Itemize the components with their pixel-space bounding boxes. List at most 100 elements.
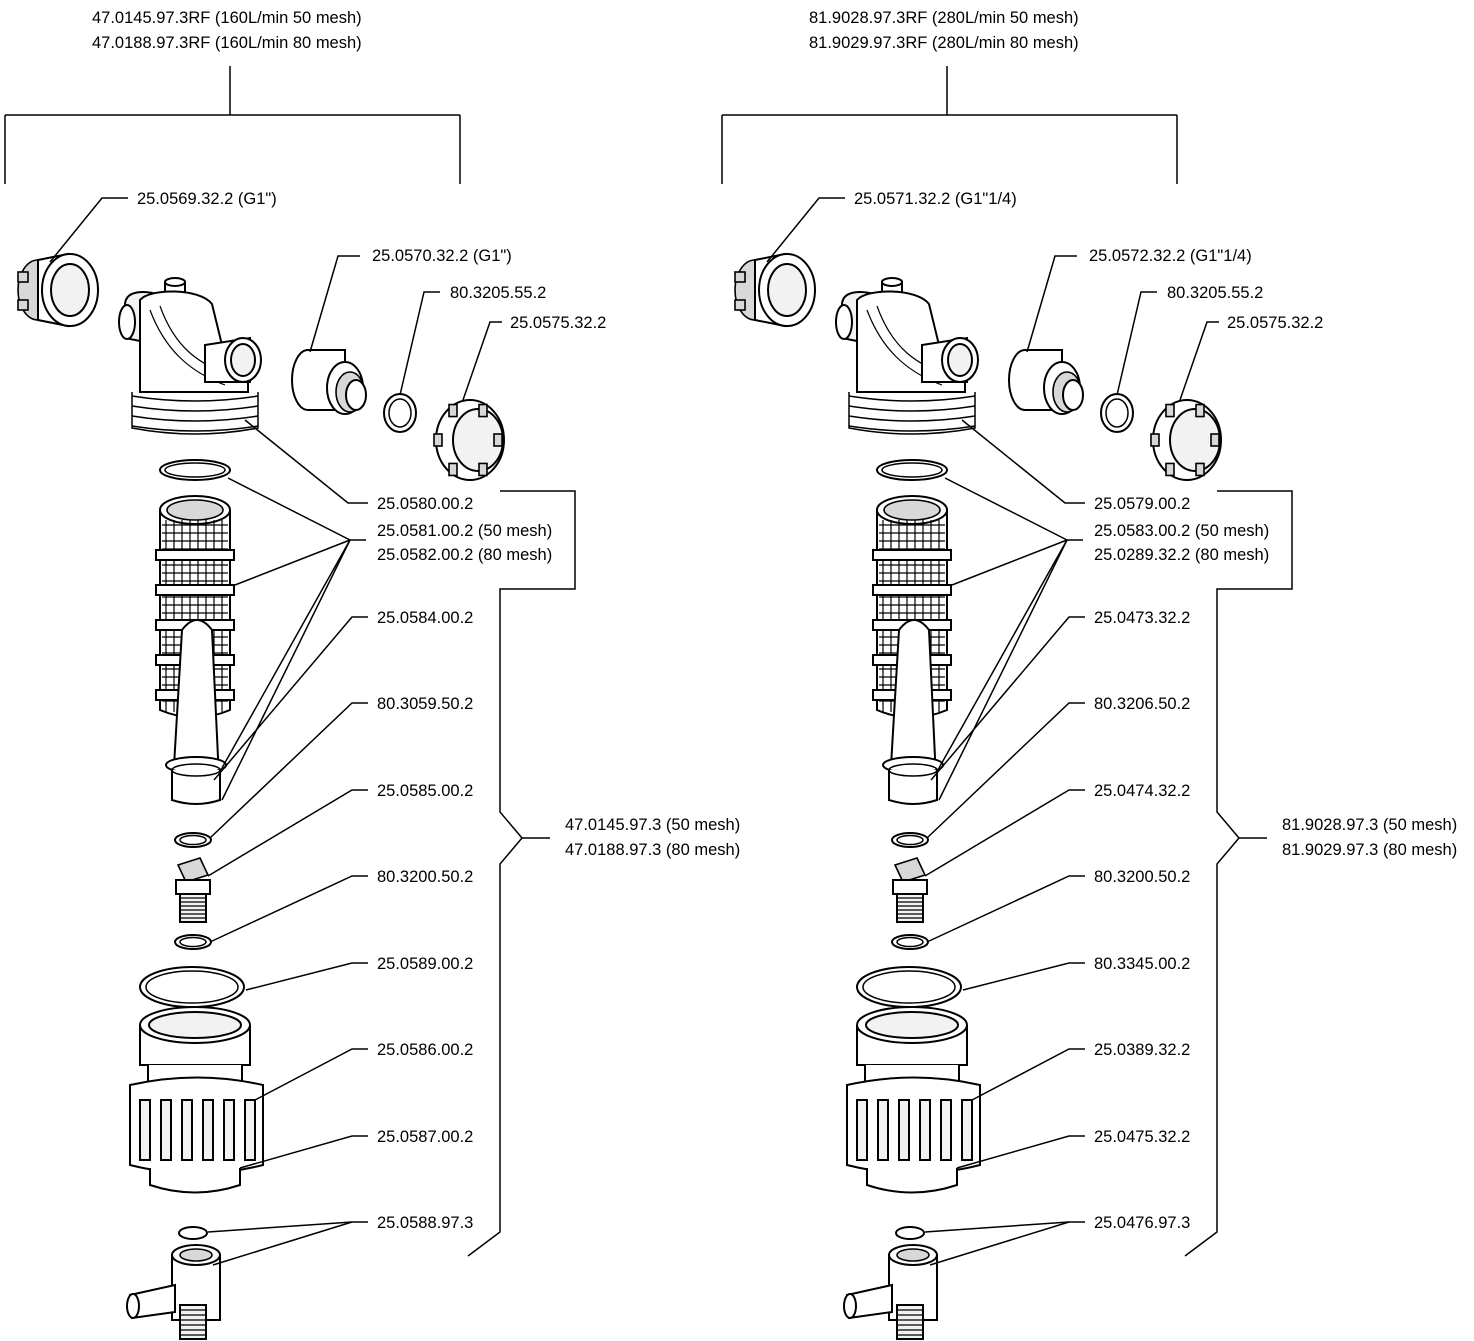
leader-line <box>213 616 368 781</box>
coupling-right-part <box>1008 349 1084 415</box>
leader-line <box>1026 255 1077 353</box>
leader-line <box>212 1221 353 1266</box>
coupling-left-part <box>734 252 816 328</box>
leader-line <box>254 1048 368 1101</box>
leader-line <box>951 539 1068 586</box>
callout-label: 80.3200.50.2 <box>1094 868 1190 886</box>
sub-assembly-label: 47.0188.97.3 (80 mesh) <box>565 841 740 859</box>
leader-line <box>209 702 368 839</box>
callout-label: 25.0586.00.2 <box>377 1041 473 1059</box>
callout-label: 25.0389.32.2 <box>1094 1041 1190 1059</box>
callout-label: 80.3205.55.2 <box>450 284 546 302</box>
callout-label: 25.0581.00.2 (50 mesh) <box>377 522 552 540</box>
assembly-label: 47.0145.97.3RF (160L/min 50 mesh) <box>92 9 362 27</box>
panel-2: 81.9028.97.3RF (280L/min 50 mesh) 81.9029… <box>721 9 1457 1340</box>
bowl-seal-part <box>856 966 962 1008</box>
sub-assembly-label: 47.0145.97.3 (50 mesh) <box>565 816 740 834</box>
leader-line <box>766 197 845 263</box>
leader-line <box>971 1048 1085 1101</box>
drain-valve-part <box>175 857 211 923</box>
callout-label: 80.3345.00.2 <box>1094 955 1190 973</box>
ring-nut-part <box>1150 399 1222 481</box>
callout-label: 25.0588.97.3 <box>377 1214 473 1232</box>
callout-label: 25.0474.32.2 <box>1094 782 1190 800</box>
filter-head-body <box>835 277 979 435</box>
leader-line <box>924 789 1085 877</box>
sub-assembly-label: 81.9028.97.3 (50 mesh) <box>1282 816 1457 834</box>
bowl-seal-part <box>139 966 245 1008</box>
bracket-line <box>1184 490 1293 1257</box>
leader-line <box>938 539 1068 801</box>
leader-line <box>924 1221 1085 1233</box>
leader-line <box>926 702 1085 839</box>
leader-line <box>221 539 351 801</box>
callout-label: 25.0589.00.2 <box>377 955 473 973</box>
leader-line <box>938 539 1068 769</box>
leader-line <box>207 789 368 877</box>
callout-label: 25.0580.00.2 <box>377 495 473 513</box>
callout-label: 25.0583.00.2 (50 mesh) <box>1094 522 1269 540</box>
leader-line <box>462 321 502 401</box>
leader-line <box>1116 291 1157 396</box>
callout-label: 80.3205.55.2 <box>1167 284 1263 302</box>
callout-label: 25.0572.32.2 (G1"1/4) <box>1089 247 1252 265</box>
callout-label: 25.0585.00.2 <box>377 782 473 800</box>
callout-label: 25.0569.32.2 (G1") <box>137 190 277 208</box>
leader-line <box>309 255 360 353</box>
callouts: 25.0569.32.2 (G1") 25.0570.32.2 (G1") 80.3… <box>49 190 606 1266</box>
callout-label: 80.3059.50.2 <box>377 695 473 713</box>
leader-line <box>227 477 351 541</box>
callout-label: 25.0575.32.2 <box>1227 314 1323 332</box>
panel-1: 47.0145.97.3RF (160L/min 50 mesh) 47.0188… <box>4 9 740 1340</box>
leader-line <box>956 1135 1085 1169</box>
callouts: 25.0571.32.2 (G1"1/4) 25.0572.32.2 (G1"1/… <box>766 190 1323 1266</box>
coupling-left-part <box>17 252 99 328</box>
assembly-bracket <box>4 66 461 184</box>
parts-artwork <box>17 252 505 1340</box>
callout-label: 25.0584.00.2 <box>377 609 473 627</box>
callout-label: 25.0582.00.2 (80 mesh) <box>377 546 552 564</box>
leader-line <box>209 875 368 943</box>
assembly-label: 81.9028.97.3RF (280L/min 50 mesh) <box>809 9 1079 27</box>
sub-assembly-bracket <box>467 490 576 1257</box>
callout-label: 80.3200.50.2 <box>377 868 473 886</box>
drain-tap-part <box>843 1226 938 1340</box>
parts-artwork <box>734 252 1222 1340</box>
assembly-bracket <box>721 66 1178 184</box>
ring-nut-part <box>433 399 505 481</box>
sub-assembly-bracket <box>1184 490 1293 1257</box>
drain-tap-part <box>126 1226 221 1340</box>
leader-line <box>207 1221 368 1233</box>
leader-line <box>1179 321 1219 401</box>
leader-line <box>929 1221 1070 1266</box>
callout-label: 25.0570.32.2 (G1") <box>372 247 512 265</box>
callout-label: 25.0571.32.2 (G1"1/4) <box>854 190 1017 208</box>
callout-label: 25.0476.97.3 <box>1094 1214 1190 1232</box>
callout-label: 25.0587.00.2 <box>377 1128 473 1146</box>
callout-label: 25.0473.32.2 <box>1094 609 1190 627</box>
leader-line <box>926 875 1085 943</box>
leader-line <box>245 962 368 991</box>
filter-head-body <box>118 277 262 435</box>
leader-line <box>239 1135 368 1169</box>
callout-label: 25.0289.32.2 (80 mesh) <box>1094 546 1269 564</box>
callout-label: 80.3206.50.2 <box>1094 695 1190 713</box>
leader-line <box>244 419 368 504</box>
callout-label: 25.0575.32.2 <box>510 314 606 332</box>
sub-assembly-label: 81.9029.97.3 (80 mesh) <box>1282 841 1457 859</box>
callout-label: 25.0579.00.2 <box>1094 495 1190 513</box>
callout-label: 25.0475.32.2 <box>1094 1128 1190 1146</box>
leader-line <box>930 616 1085 781</box>
assembly-label: 81.9029.97.3RF (280L/min 80 mesh) <box>809 34 1079 52</box>
leader-line <box>49 197 128 263</box>
center-tube-part <box>882 619 944 805</box>
drain-valve-part <box>892 857 928 923</box>
leader-line <box>399 291 440 396</box>
leader-line <box>234 539 351 586</box>
leader-line <box>944 477 1068 541</box>
bracket-line <box>467 490 576 1257</box>
coupling-right-part <box>291 349 367 415</box>
leader-line <box>961 419 1085 504</box>
assembly-label: 47.0188.97.3RF (160L/min 80 mesh) <box>92 34 362 52</box>
